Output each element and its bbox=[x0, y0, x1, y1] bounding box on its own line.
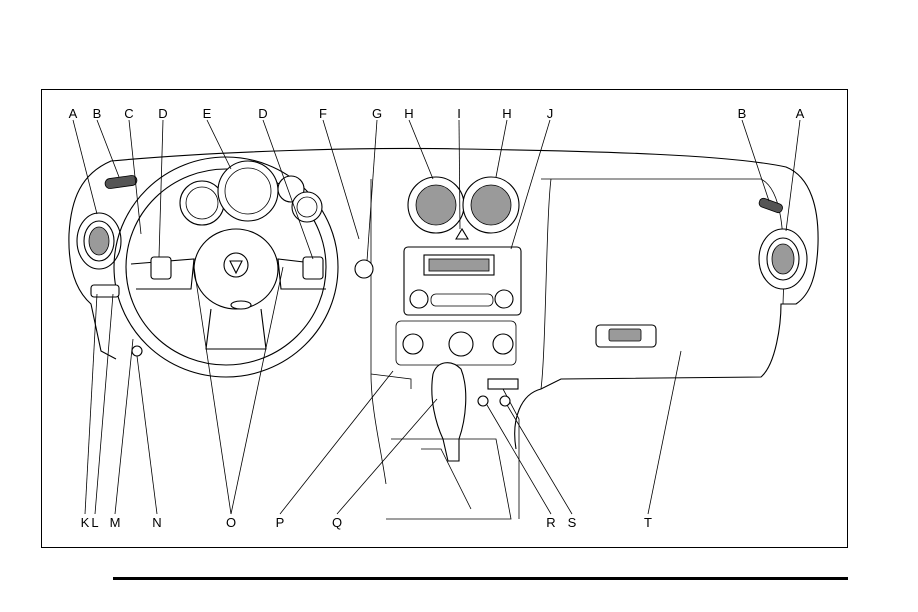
exterior-lamp-controls bbox=[91, 285, 119, 297]
page-rule bbox=[113, 577, 848, 580]
climate-controls bbox=[396, 321, 516, 365]
label-A-right: A bbox=[796, 106, 805, 121]
label-D-right: D bbox=[258, 106, 267, 121]
center-air-vents bbox=[408, 177, 519, 233]
label-F: F bbox=[319, 106, 327, 121]
label-H-left: H bbox=[404, 106, 413, 121]
left-defrost-vent bbox=[104, 175, 137, 189]
instrument-cluster bbox=[180, 161, 322, 225]
label-L: L bbox=[91, 515, 98, 530]
label-J: J bbox=[547, 106, 554, 121]
label-S: S bbox=[568, 515, 577, 530]
label-G: G bbox=[372, 106, 382, 121]
label-N: N bbox=[152, 515, 161, 530]
label-D-left: D bbox=[158, 106, 167, 121]
label-O: O bbox=[226, 515, 236, 530]
label-B-left: B bbox=[93, 106, 102, 121]
label-Q: Q bbox=[332, 515, 342, 530]
label-P: P bbox=[276, 515, 285, 530]
label-A-left: A bbox=[69, 106, 78, 121]
right-defrost-vent bbox=[758, 197, 784, 214]
audio-system bbox=[404, 247, 521, 315]
label-T: T bbox=[644, 515, 652, 530]
label-I: I bbox=[457, 106, 461, 121]
label-B-right: B bbox=[738, 106, 747, 121]
label-C: C bbox=[124, 106, 133, 121]
accessory-power-outlet-left bbox=[478, 396, 488, 406]
callout-labels: A B C D E D F G H I H J B A K L M N O P … bbox=[69, 106, 805, 530]
glove-box bbox=[596, 325, 656, 347]
passenger-airbag-status-indicator bbox=[488, 379, 518, 389]
label-K: K bbox=[81, 515, 90, 530]
instrument-panel-diagram: A B C D E D F G H I H J B A K L M N O P … bbox=[41, 89, 848, 548]
right-air-vent bbox=[759, 229, 807, 289]
accessory-power-outlet-right bbox=[500, 396, 510, 406]
label-R: R bbox=[546, 515, 555, 530]
label-M: M bbox=[110, 515, 121, 530]
hood-release-icon bbox=[132, 346, 142, 356]
ignition-switch bbox=[355, 260, 373, 278]
hazard-warning-icon bbox=[456, 229, 468, 239]
label-E: E bbox=[203, 106, 212, 121]
label-H-right: H bbox=[502, 106, 511, 121]
